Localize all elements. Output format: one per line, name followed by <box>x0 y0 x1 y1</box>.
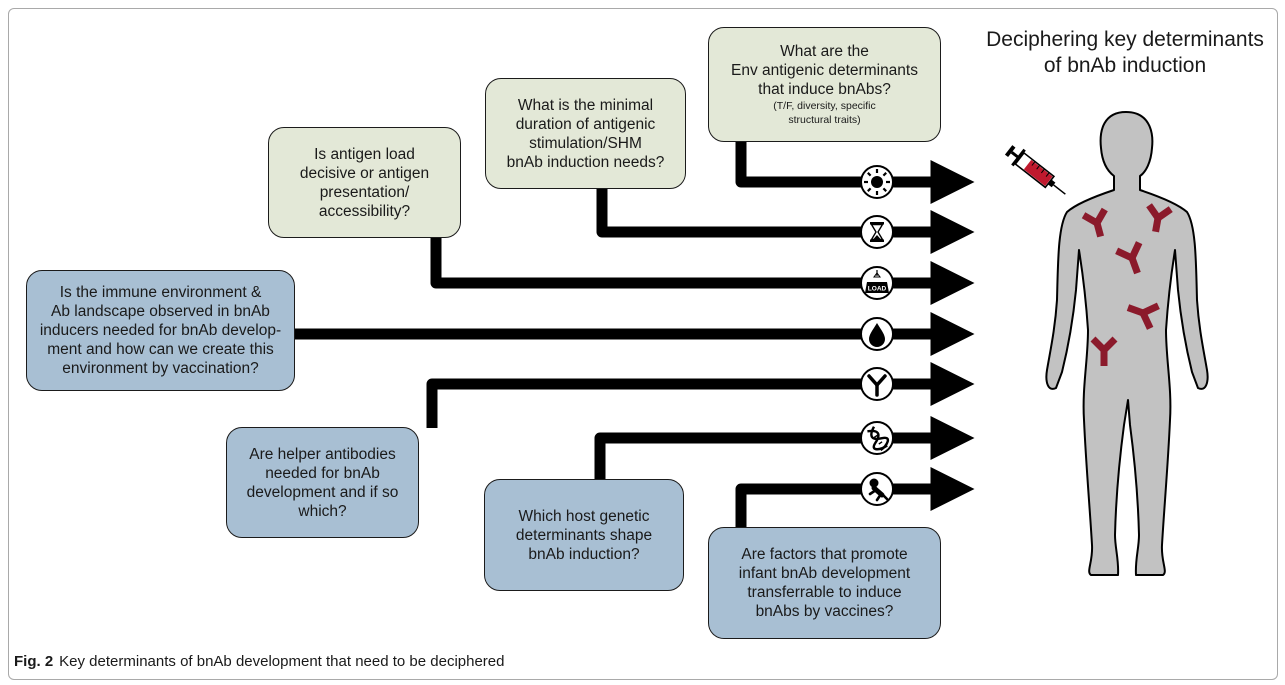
question-helper-antibodies: Are helper antibodies needed for bnAb de… <box>226 427 419 538</box>
syringe-icon <box>1004 145 1066 195</box>
body-antibody-3 <box>1115 241 1143 275</box>
caption-label: Fig. 2 <box>14 653 54 670</box>
question-line: transferrable to induce <box>747 584 902 601</box>
question-line: accessibility? <box>318 202 411 220</box>
question-line: What is the minimal <box>517 96 654 114</box>
dna-icon <box>860 421 894 455</box>
infant-icon <box>860 472 894 506</box>
question-host-genetics: Which host genetic determinants shape bn… <box>484 479 684 591</box>
question-line: Ab landscape observed in bnAb <box>51 303 270 320</box>
question-line: What are the <box>780 43 869 60</box>
question-subline: structural traits) <box>788 114 861 126</box>
question-line: Is the immune environment & <box>59 284 262 301</box>
question-line: inducers needed for bnAb develop- <box>39 322 282 339</box>
question-line: Are helper antibodies <box>249 445 396 463</box>
question-subline: (T/F, diversity, specific <box>773 100 876 112</box>
question-infant: Are factors that promote infant bnAb dev… <box>708 527 941 639</box>
question-line: development and if so <box>246 483 399 501</box>
question-line: that induce bnAbs? <box>758 81 891 98</box>
question-antigen-load: Is antigen load decisive or antigen pres… <box>268 127 461 238</box>
question-immune-environment: Is the immune environment & Ab landscape… <box>26 270 295 391</box>
question-line: decisive or antigen <box>299 164 430 182</box>
arrow-duration <box>596 187 975 254</box>
question-line: stimulation/SHM <box>529 134 642 152</box>
diagram-title: Deciphering key determinants of bnAb ind… <box>965 27 1285 79</box>
load-weight-icon: LOAD <box>860 266 894 300</box>
arrow-antigen-load <box>430 236 975 305</box>
figure-frame <box>8 8 1278 680</box>
body-antibody-5 <box>1090 336 1118 366</box>
question-line: infant bnAb development <box>738 565 911 582</box>
title-line-2: of bnAb induction <box>1043 54 1207 77</box>
body-antibody-4 <box>1126 302 1160 330</box>
question-line: Are factors that promote <box>741 546 908 563</box>
human-body-silhouette <box>1045 111 1209 576</box>
body-antibody-1 <box>1081 207 1108 238</box>
question-line: bnAb induction? <box>528 545 640 563</box>
question-line: presentation/ <box>319 183 410 201</box>
arrow-host-genetics <box>594 416 975 480</box>
figure-caption: Fig. 2 Key determinants of bnAb developme… <box>14 653 504 670</box>
title-line-1: Deciphering key determinants <box>986 28 1264 51</box>
arrow-infant <box>735 467 975 530</box>
antibody-icon <box>860 367 894 401</box>
question-line: ment and how can we create this <box>47 341 274 358</box>
question-line: environment by vaccination? <box>62 360 259 377</box>
body-antibody-2 <box>1146 203 1173 233</box>
question-line: duration of antigenic <box>515 115 656 133</box>
hourglass-icon <box>860 215 894 249</box>
drop-icon <box>860 317 894 351</box>
body-antibodies <box>1081 203 1173 366</box>
question-line: which? <box>298 502 347 520</box>
question-line: bnAb induction needs? <box>506 153 665 171</box>
caption-text: Key determinants of bnAb development tha… <box>59 653 505 670</box>
arrow-env-determinants <box>735 140 975 204</box>
question-duration: What is the minimal duration of antigeni… <box>485 78 686 189</box>
arrow-helper-antibodies <box>426 362 975 428</box>
icons: LOAD <box>860 165 894 506</box>
question-line: Is antigen load <box>314 145 415 163</box>
question-line: determinants shape <box>515 526 653 544</box>
sun-icon <box>860 165 894 199</box>
question-line: needed for bnAb <box>265 464 380 482</box>
load-label: LOAD <box>868 286 887 293</box>
question-line: bnAbs by vaccines? <box>755 603 894 620</box>
question-line: Which host genetic <box>518 507 650 525</box>
question-line: Env antigenic determinants <box>731 62 918 79</box>
question-env-determinants: What are the Env antigenic determinants … <box>708 27 941 142</box>
